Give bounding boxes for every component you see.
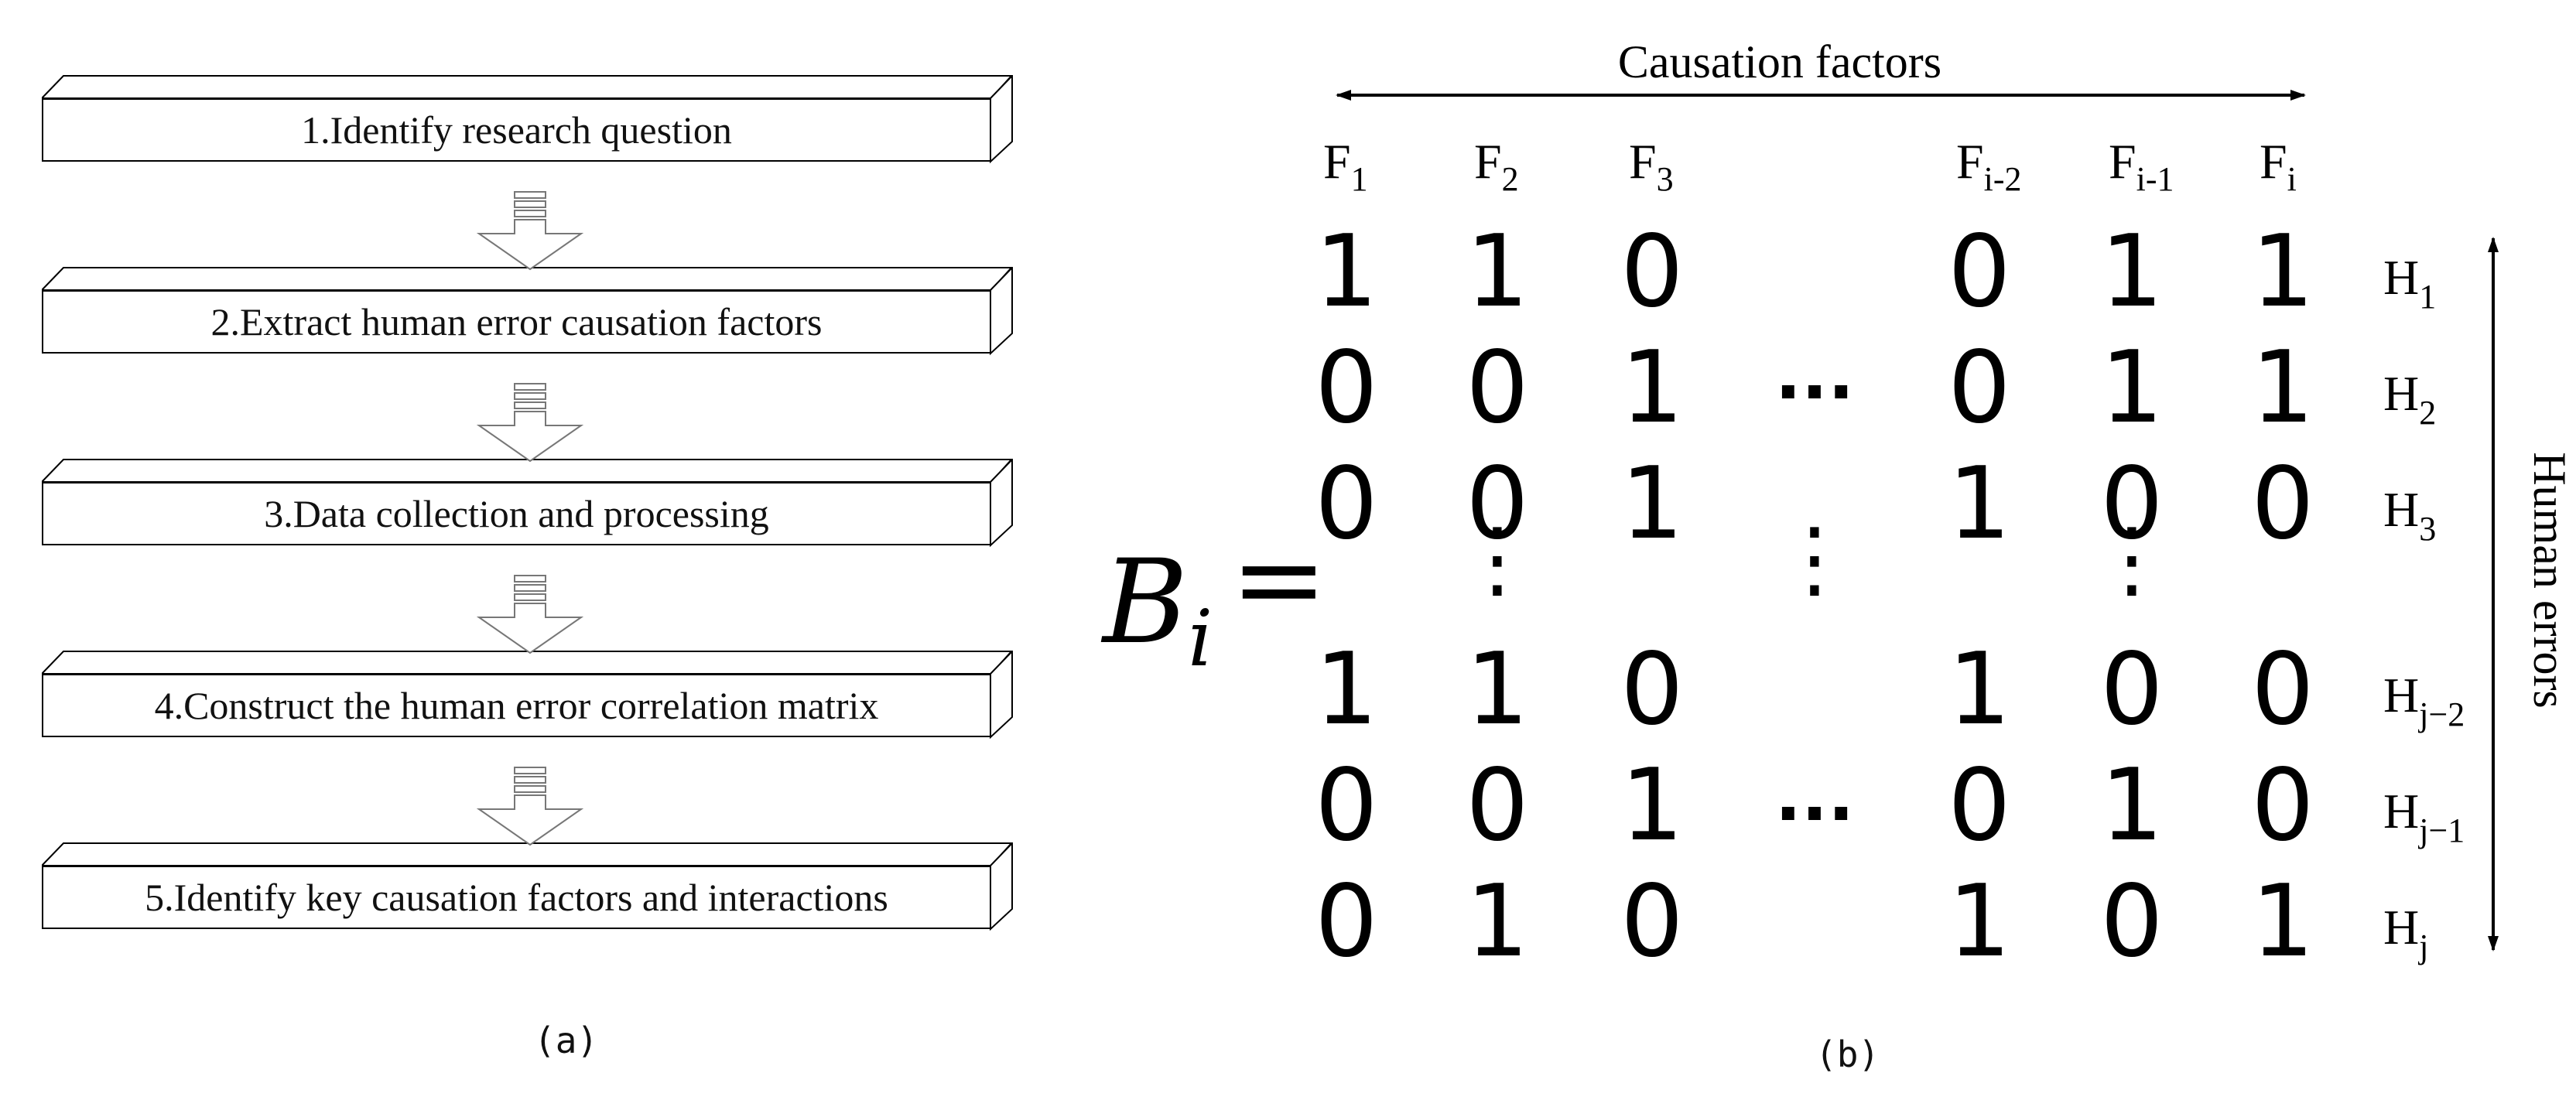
matrix-cell: 1 xyxy=(1620,330,1683,446)
matrix-cell: 0 xyxy=(1620,632,1683,747)
matrix-cell: 1 xyxy=(2100,214,2163,330)
matrix-cell: 0 xyxy=(1948,748,2010,863)
matrix-cell: 1 xyxy=(2100,748,2163,863)
row-label: H1 xyxy=(2383,250,2436,316)
row-label: H3 xyxy=(2383,482,2436,548)
matrix-label: Bi xyxy=(1100,535,1213,684)
matrix-cell: 1 xyxy=(1620,446,1683,562)
col-axis-label: Causation factors xyxy=(1618,36,1941,87)
matrix-cell: 1 xyxy=(1466,214,1528,330)
matrix-cell: 1 xyxy=(1948,864,2010,979)
matrix-cell: 0 xyxy=(2100,864,2163,979)
vdots: ⋮ xyxy=(1455,509,1540,608)
flow-step-5: 5.Identify key causation factors and int… xyxy=(42,842,1013,931)
flow-arrow-3 xyxy=(476,574,584,656)
col-header: Fi xyxy=(2260,134,2297,198)
matrix-cell: 1 xyxy=(2251,864,2314,979)
flow-step-3: 3.Data collection and processing xyxy=(42,459,1013,548)
vdots: ⋮ xyxy=(2089,509,2174,608)
matrix-cell: 0 xyxy=(1948,214,2010,330)
row-label: Hj xyxy=(2383,900,2428,965)
col-header: Fi-1 xyxy=(2109,134,2174,198)
matrix-cell: 0 xyxy=(2251,632,2314,747)
matrix-cell: 1 xyxy=(2251,214,2314,330)
flow-arrow-4 xyxy=(476,766,584,848)
row-axis-label: Human errors xyxy=(2524,452,2575,709)
flow-step-label: 4.Construct the human error correlation … xyxy=(42,674,991,737)
hdots: ... xyxy=(1775,334,1855,415)
col-header: F2 xyxy=(1474,134,1519,198)
flow-arrow-2 xyxy=(476,382,584,464)
matrix-cell: 0 xyxy=(1948,330,2010,446)
row-label: Hj−2 xyxy=(2383,668,2465,733)
matrix-cell: 1 xyxy=(1466,632,1528,747)
matrix-cell: 0 xyxy=(1620,864,1683,979)
caption-b: (b) xyxy=(1815,1034,1880,1075)
row-label: H2 xyxy=(2383,366,2436,432)
matrix-cell: 0 xyxy=(2100,632,2163,747)
caption-a: (a) xyxy=(534,1020,599,1061)
matrix-cell: 1 xyxy=(1948,446,2010,562)
col-header: F3 xyxy=(1629,134,1674,198)
col-header: F1 xyxy=(1323,134,1368,198)
matrix-cell: 0 xyxy=(1466,330,1528,446)
matrix-cell: 0 xyxy=(1466,446,1528,562)
matrix-cell: 0 xyxy=(1620,214,1683,330)
flow-arrow-1 xyxy=(476,190,584,272)
flow-step-2: 2.Extract human error causation factors xyxy=(42,267,1013,356)
matrix-cell: 1 xyxy=(1315,632,1377,747)
matrix-cell: 1 xyxy=(1948,632,2010,747)
row-label: Hj−1 xyxy=(2383,784,2465,849)
flow-step-label: 1.Identify research question xyxy=(42,98,991,162)
matrix-cell: 1 xyxy=(1620,748,1683,863)
matrix-cell: 0 xyxy=(1315,748,1377,863)
matrix-cell: 0 xyxy=(1315,446,1377,562)
matrix-cell: 0 xyxy=(2100,446,2163,562)
matrix-cell: 1 xyxy=(2251,330,2314,446)
matrix-cell: 0 xyxy=(1315,864,1377,979)
matrix-cell: 0 xyxy=(1466,748,1528,863)
hdots: ... xyxy=(1775,756,1855,837)
matrix-cell: 1 xyxy=(1315,214,1377,330)
matrix-cell: 0 xyxy=(2251,446,2314,562)
matrix-cell: 1 xyxy=(2100,330,2163,446)
matrix-cell: 0 xyxy=(2251,748,2314,863)
matrix-cell: 1 xyxy=(1466,864,1528,979)
matrix-equals: = xyxy=(1230,512,1328,647)
flow-step-1: 1.Identify research question xyxy=(42,75,1013,164)
matrix-cell: 0 xyxy=(1315,330,1377,446)
flow-step-4: 4.Construct the human error correlation … xyxy=(42,651,1013,740)
flow-step-label: 3.Data collection and processing xyxy=(42,482,991,545)
flow-step-label: 2.Extract human error causation factors xyxy=(42,290,991,354)
flow-step-label: 5.Identify key causation factors and int… xyxy=(42,866,991,929)
col-header: Fi-2 xyxy=(1956,134,2021,198)
vdots: ⋮ xyxy=(1772,509,1857,608)
